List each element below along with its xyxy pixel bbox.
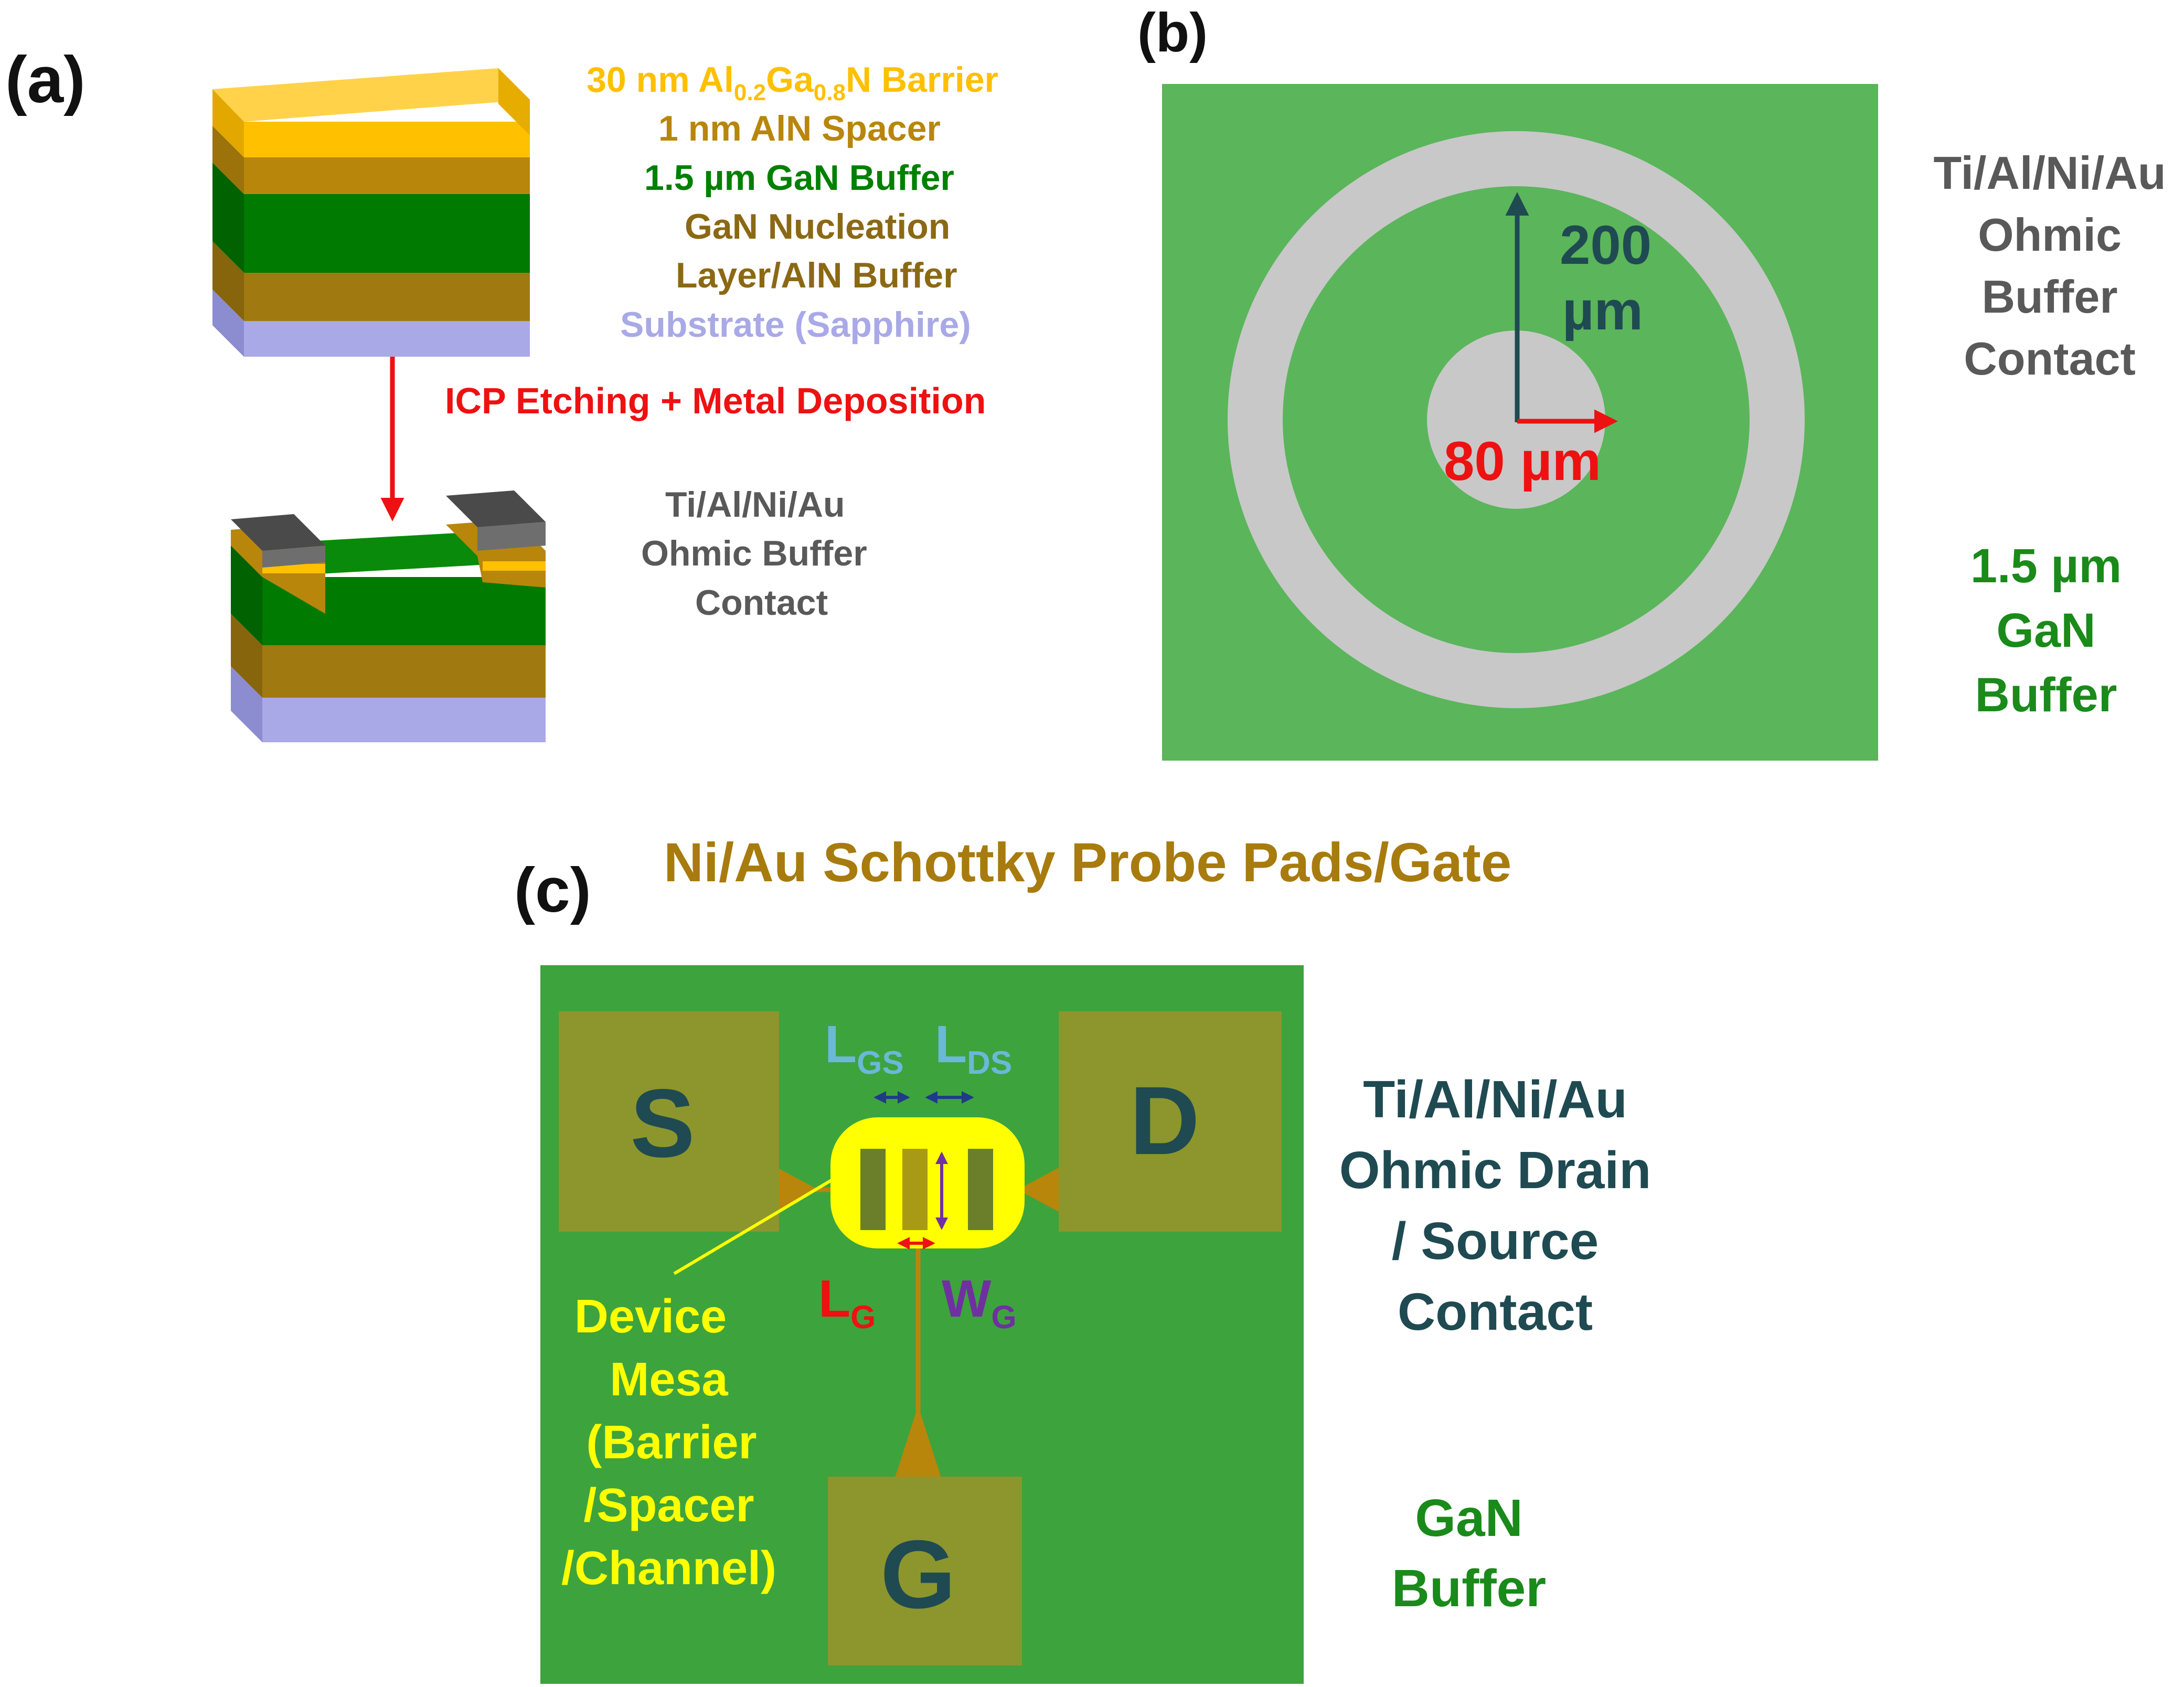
- etched-substrate-face: [262, 698, 546, 742]
- panel-b: (b) 200 µm 80 µm Ti/Al/Ni/Au Ohmic Buffe…: [1137, 2, 2166, 761]
- gate-pad-label: G: [880, 1521, 956, 1629]
- ohmic-legend-line1: Ti/Al/Ni/Au: [1363, 1070, 1627, 1129]
- layer-barrier-side: [498, 68, 530, 135]
- mesa-label-line5: /Channel): [561, 1542, 776, 1595]
- layer-barrier: [212, 89, 244, 157]
- buffer-legend: 1.5 µm GaN Buffer: [1970, 539, 2122, 722]
- mesa-label-line3: (Barrier: [586, 1416, 757, 1469]
- mesa-label-line4: /Spacer: [583, 1479, 754, 1532]
- nucleation-label-line1: GaN Nucleation: [685, 207, 950, 247]
- contact-legend: Ti/Al/Ni/Au Ohmic Buffer Contact: [1933, 147, 2166, 385]
- buffer-legend-line3: Buffer: [1975, 668, 2117, 722]
- source-feed-taper: [776, 1167, 818, 1212]
- gate-electrode: [902, 1149, 928, 1230]
- panel-a-label: (a): [5, 44, 86, 116]
- barrier-label: 30 nm Al0.2Ga0.8N Barrier: [587, 60, 998, 105]
- process-step-label: ICP Etching + Metal Deposition: [445, 380, 986, 421]
- gan-buffer-legend: GaN Buffer: [1392, 1489, 1546, 1618]
- wafer-top-face: [212, 68, 530, 122]
- ohmic-legend-line4: Contact: [1398, 1283, 1593, 1341]
- layer-spacer-face: [244, 157, 530, 194]
- drain-electrode: [968, 1149, 993, 1230]
- lg-label: LG: [818, 1269, 876, 1336]
- nucleation-label-line2: Layer/AlN Buffer: [676, 255, 957, 295]
- etched-substrate-left: [231, 666, 262, 742]
- buffer-label: 1.5 µm GaN Buffer: [644, 158, 954, 198]
- substrate-label: Substrate (Sapphire): [620, 305, 971, 345]
- left-metal-top: [231, 514, 325, 551]
- drain-pad-label: D: [1130, 1067, 1200, 1175]
- gate-feed-taper: [894, 1406, 942, 1479]
- layer-gan-face: [244, 194, 530, 273]
- layer-gan-left: [212, 163, 244, 273]
- layer-nucleation-left: [212, 241, 244, 321]
- right-pillar-stripe: [483, 561, 546, 571]
- right-metal-top: [446, 490, 546, 527]
- gan-buffer-legend-line1: GaN: [1415, 1489, 1523, 1547]
- contact-label-line3: Contact: [695, 583, 828, 623]
- lgs-label: LGS: [825, 1015, 904, 1081]
- radius-80-label: 80 µm: [1444, 431, 1601, 492]
- etched-nucleation-left: [231, 614, 262, 698]
- etched-stack: [231, 490, 546, 742]
- panel-b-label: (b): [1137, 2, 1208, 63]
- radius-200-label-line2: µm: [1562, 280, 1643, 341]
- radius-200-label-line1: 200: [1560, 215, 1652, 276]
- contact-label-line1: Ti/Al/Ni/Au: [665, 485, 845, 525]
- contact-label-line2: Ohmic Buffer: [641, 533, 867, 573]
- source-electrode: [860, 1149, 886, 1230]
- drain-pad: [1059, 1011, 1282, 1232]
- drain-feed-taper: [1018, 1167, 1060, 1212]
- gate-pad: [828, 1477, 1022, 1665]
- wg-label: WG: [942, 1269, 1017, 1336]
- lds-label: LDS: [935, 1015, 1012, 1081]
- etched-gan-left: [231, 546, 262, 645]
- wafer-stack: [212, 68, 530, 357]
- panel-c-label: (c): [514, 855, 591, 925]
- buffer-legend-line2: GaN: [1996, 604, 2095, 657]
- layer-substrate-left: [212, 290, 244, 357]
- panel-c-title: Ni/Au Schottky Probe Pads/Gate: [664, 832, 1511, 893]
- gan-buffer-legend-line2: Buffer: [1392, 1559, 1546, 1618]
- panel-a: (a) 30 nm Al0.2Ga0.8N Barrier 1 nm AlN S…: [5, 44, 998, 742]
- contact-legend-line3: Buffer: [1981, 271, 2117, 323]
- panel-c: (c) Ni/Au Schottky Probe Pads/Gate S D G…: [514, 832, 1651, 1684]
- mesa-label-line2: Mesa: [610, 1353, 728, 1406]
- layer-spacer-left: [212, 126, 244, 194]
- contact-legend-line4: Contact: [1964, 333, 2136, 385]
- source-pad-label: S: [630, 1070, 695, 1178]
- source-pad: [559, 1011, 779, 1232]
- mesa-label: Device Mesa (Barrier /Spacer /Channel): [561, 1290, 776, 1595]
- right-metal-front: [477, 522, 546, 551]
- layer-nucleation-face: [244, 273, 530, 321]
- left-metal-front: [262, 546, 325, 568]
- mesa-label-line1: Device: [574, 1290, 727, 1343]
- ohmic-legend: Ti/Al/Ni/Au Ohmic Drain / Source Contact: [1339, 1070, 1652, 1341]
- contact-legend-line1: Ti/Al/Ni/Au: [1933, 147, 2166, 199]
- etched-nucleation-face: [262, 645, 546, 698]
- ohmic-legend-line3: / Source: [1392, 1212, 1599, 1270]
- layer-barrier-face: [244, 122, 530, 157]
- buffer-legend-line1: 1.5 µm: [1970, 539, 2122, 593]
- layer-substrate-face: [244, 321, 530, 357]
- contact-legend-line2: Ohmic: [1978, 209, 2122, 261]
- spacer-label: 1 nm AlN Spacer: [658, 109, 941, 148]
- mesa-pointer: [673, 1169, 850, 1275]
- ohmic-legend-line2: Ohmic Drain: [1339, 1141, 1652, 1200]
